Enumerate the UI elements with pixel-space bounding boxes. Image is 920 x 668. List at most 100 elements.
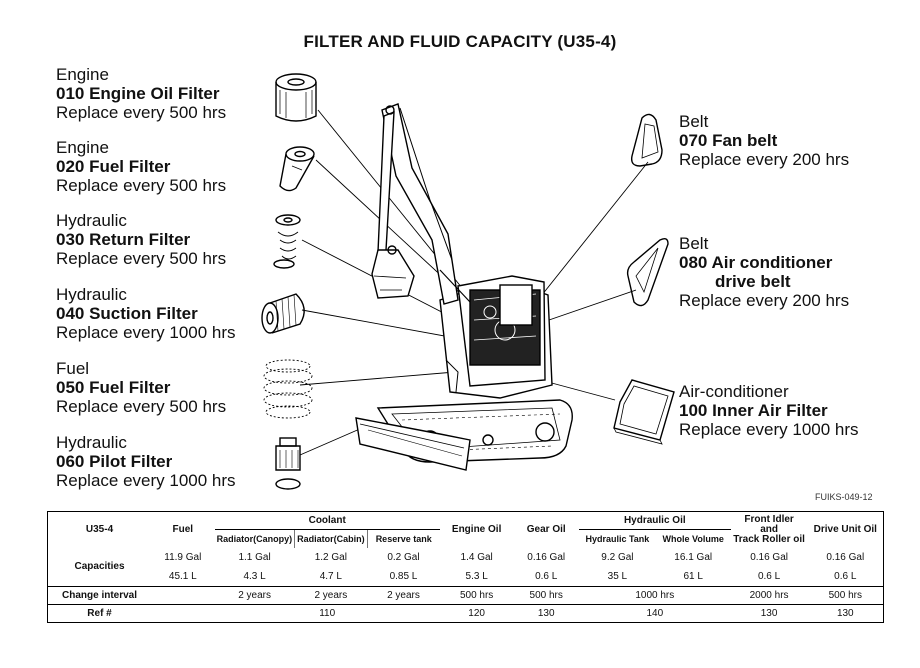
cell-ref-front-idler: 130 [730, 603, 808, 623]
label-020-fuel-filter: Engine 020 Fuel Filter Replace every 500… [56, 138, 226, 195]
table-row-gal: Capacities 11.9 Gal 1.1 Gal 1.2 Gal 0.2 … [48, 548, 884, 572]
header-whole-volume: Whole Volume [662, 533, 724, 544]
cell-liters: 0.6 L [535, 570, 558, 582]
cell-liters: 61 L [683, 570, 703, 582]
cell-liters: 4.7 L [319, 570, 342, 582]
cell-gal: 0.16 Gal [750, 551, 788, 563]
cell-gal: 1.2 Gal [314, 551, 347, 563]
page-title: FILTER AND FLUID CAPACITY (U35-4) [303, 32, 617, 51]
row-label-ref: Ref # [47, 603, 152, 623]
label-interval: Replace every 500 hrs [56, 397, 227, 416]
label-050-fuel-filter: Fuel 050 Fuel Filter Replace every 500 h… [56, 359, 226, 416]
label-part-name: 010 Engine Oil Filter [56, 84, 220, 103]
cell-change-gear-oil: 500 hrs [513, 585, 579, 605]
cell-ref-drive-unit: 130 [807, 603, 884, 623]
cell-liters: 0.6 L [834, 570, 857, 582]
header-hydraulic-oil: Hydraulic Oil [578, 511, 731, 531]
label-category: Hydraulic [56, 285, 127, 304]
label-interval: Replace every 200 hrs [679, 291, 850, 310]
cell-gal: 1.4 Gal [460, 551, 493, 563]
label-category: Belt [679, 234, 709, 253]
cell-liters: 4.3 L [243, 570, 266, 582]
row-label-change-interval: Change interval [47, 585, 152, 605]
cell-gal: 0.2 Gal [387, 551, 420, 563]
label-080-ac-drive-belt: Belt 080 Air conditioner drive belt Repl… [679, 234, 849, 310]
cell-change-hydraulic: 1000 hrs [578, 585, 731, 605]
label-category: Engine [56, 65, 109, 84]
header-gear-oil: Gear Oil [526, 524, 566, 536]
fuel-filter-icon [279, 146, 315, 192]
header-front-idler-line3: Track Roller oil [733, 533, 805, 545]
header-reserve-tank: Reserve tank [366, 529, 440, 548]
cell-change-radiator-cabin: 2 years [294, 585, 368, 605]
label-070-fan-belt: Belt 070 Fan belt Replace every 200 hrs [679, 112, 849, 169]
label-category: Belt [679, 112, 709, 131]
fuel-filter-cartridge-icon [263, 359, 313, 419]
label-interval: Replace every 1000 hrs [56, 471, 236, 490]
pilot-filter-icon [275, 437, 301, 490]
cell-gal: 11.9 Gal [164, 551, 202, 563]
label-category: Hydraulic [56, 211, 127, 230]
label-category: Fuel [56, 359, 90, 378]
label-part-name: 100 Inner Air Filter [679, 401, 828, 420]
dozer-blade [355, 417, 471, 471]
engine-oil-filter-icon [275, 73, 317, 122]
cell-liters: 0.6 L [757, 570, 781, 582]
header-radiator-cabin: Radiator(Cabin) [294, 529, 368, 548]
cell-change-reserve-tank: 2 years [367, 585, 440, 605]
return-filter-icon [273, 214, 301, 269]
excavator-illustration [261, 73, 675, 490]
cell-change-front-idler: 2000 hrs [730, 585, 808, 605]
table-header-row-1: U35-4 Fuel Coolant Engine Oil Gear Oil H… [48, 511, 884, 544]
ac-drive-belt-icon [626, 237, 669, 307]
label-060-pilot-filter: Hydraulic 060 Pilot Filter Replace every… [56, 433, 236, 490]
header-hydraulic-tank: Hydraulic Tank [585, 533, 650, 544]
table-header-row-2: Radiator(Canopy) Radiator(Cabin) Reserve… [48, 529, 884, 548]
label-part-name: 050 Fuel Filter [56, 378, 171, 397]
label-part-name-line2: drive belt [715, 272, 791, 291]
label-interval: Replace every 200 hrs [679, 150, 850, 169]
cell-liters: 5.3 L [465, 570, 488, 582]
label-interval: Replace every 1000 hrs [56, 323, 236, 342]
suction-filter-icon [261, 293, 305, 334]
header-drive-unit-oil: Drive Unit Oil [813, 524, 877, 536]
cell-ref-engine-oil: 120 [439, 603, 514, 623]
cell-gal: 16.1 Gal [674, 551, 713, 563]
label-040-suction-filter: Hydraulic 040 Suction Filter Replace eve… [56, 285, 236, 342]
cell-ref-coolant: 110 [214, 603, 440, 623]
cell-ref-gear-oil: 130 [513, 603, 579, 623]
cell-change-fuel [151, 585, 215, 605]
label-category: Engine [56, 138, 109, 157]
header-front-idler-line1: Front Idler [744, 513, 794, 525]
label-part-name: 040 Suction Filter [56, 304, 198, 323]
label-part-name: 030 Return Filter [56, 230, 191, 249]
label-030-return-filter: Hydraulic 030 Return Filter Replace ever… [56, 211, 226, 268]
cell-liters: 0.85 L [389, 570, 418, 582]
fan-belt-icon [630, 113, 663, 167]
cell-ref-hydraulic: 140 [578, 603, 731, 623]
label-interval: Replace every 500 hrs [56, 176, 227, 195]
table-model-cell: U35-4 [85, 524, 114, 536]
header-front-idler-line2: and [760, 523, 778, 535]
cell-gal: 0.16 Gal [826, 551, 865, 563]
excavator-boom [371, 103, 471, 305]
header-front-idler: Front Idler and Track Roller oil [731, 512, 808, 548]
header-radiator-canopy: Radiator(Canopy) [216, 533, 293, 544]
label-100-inner-air-filter: Air-conditioner 100 Inner Air Filter Rep… [679, 382, 859, 439]
header-fuel: Fuel [172, 524, 194, 536]
cell-gal: 0.16 Gal [527, 551, 566, 563]
cell-liters: 35 L [607, 570, 628, 582]
table-row-change-interval: Change interval 2 years 2 years 2 years … [47, 585, 884, 605]
row-label-capacities: Capacities [74, 561, 125, 573]
cell-change-radiator-canopy: 2 years [214, 585, 295, 605]
table-row-liters: 45.1 L 4.3 L 4.7 L 0.85 L 5.3 L 0.6 L 35… [48, 567, 884, 586]
label-interval: Replace every 500 hrs [56, 103, 227, 122]
label-category: Air-conditioner [679, 382, 789, 401]
table-row-ref: Ref # 110 120 130 140 130 130 [47, 603, 884, 623]
cell-liters: 45.1 L [168, 570, 197, 582]
cell-gal: 1.1 Gal [238, 551, 271, 563]
label-part-name: 060 Pilot Filter [56, 452, 173, 471]
cell-ref-fuel [151, 603, 215, 623]
cell-gal: 9.2 Gal [601, 551, 634, 563]
label-interval: Replace every 500 hrs [56, 249, 227, 268]
